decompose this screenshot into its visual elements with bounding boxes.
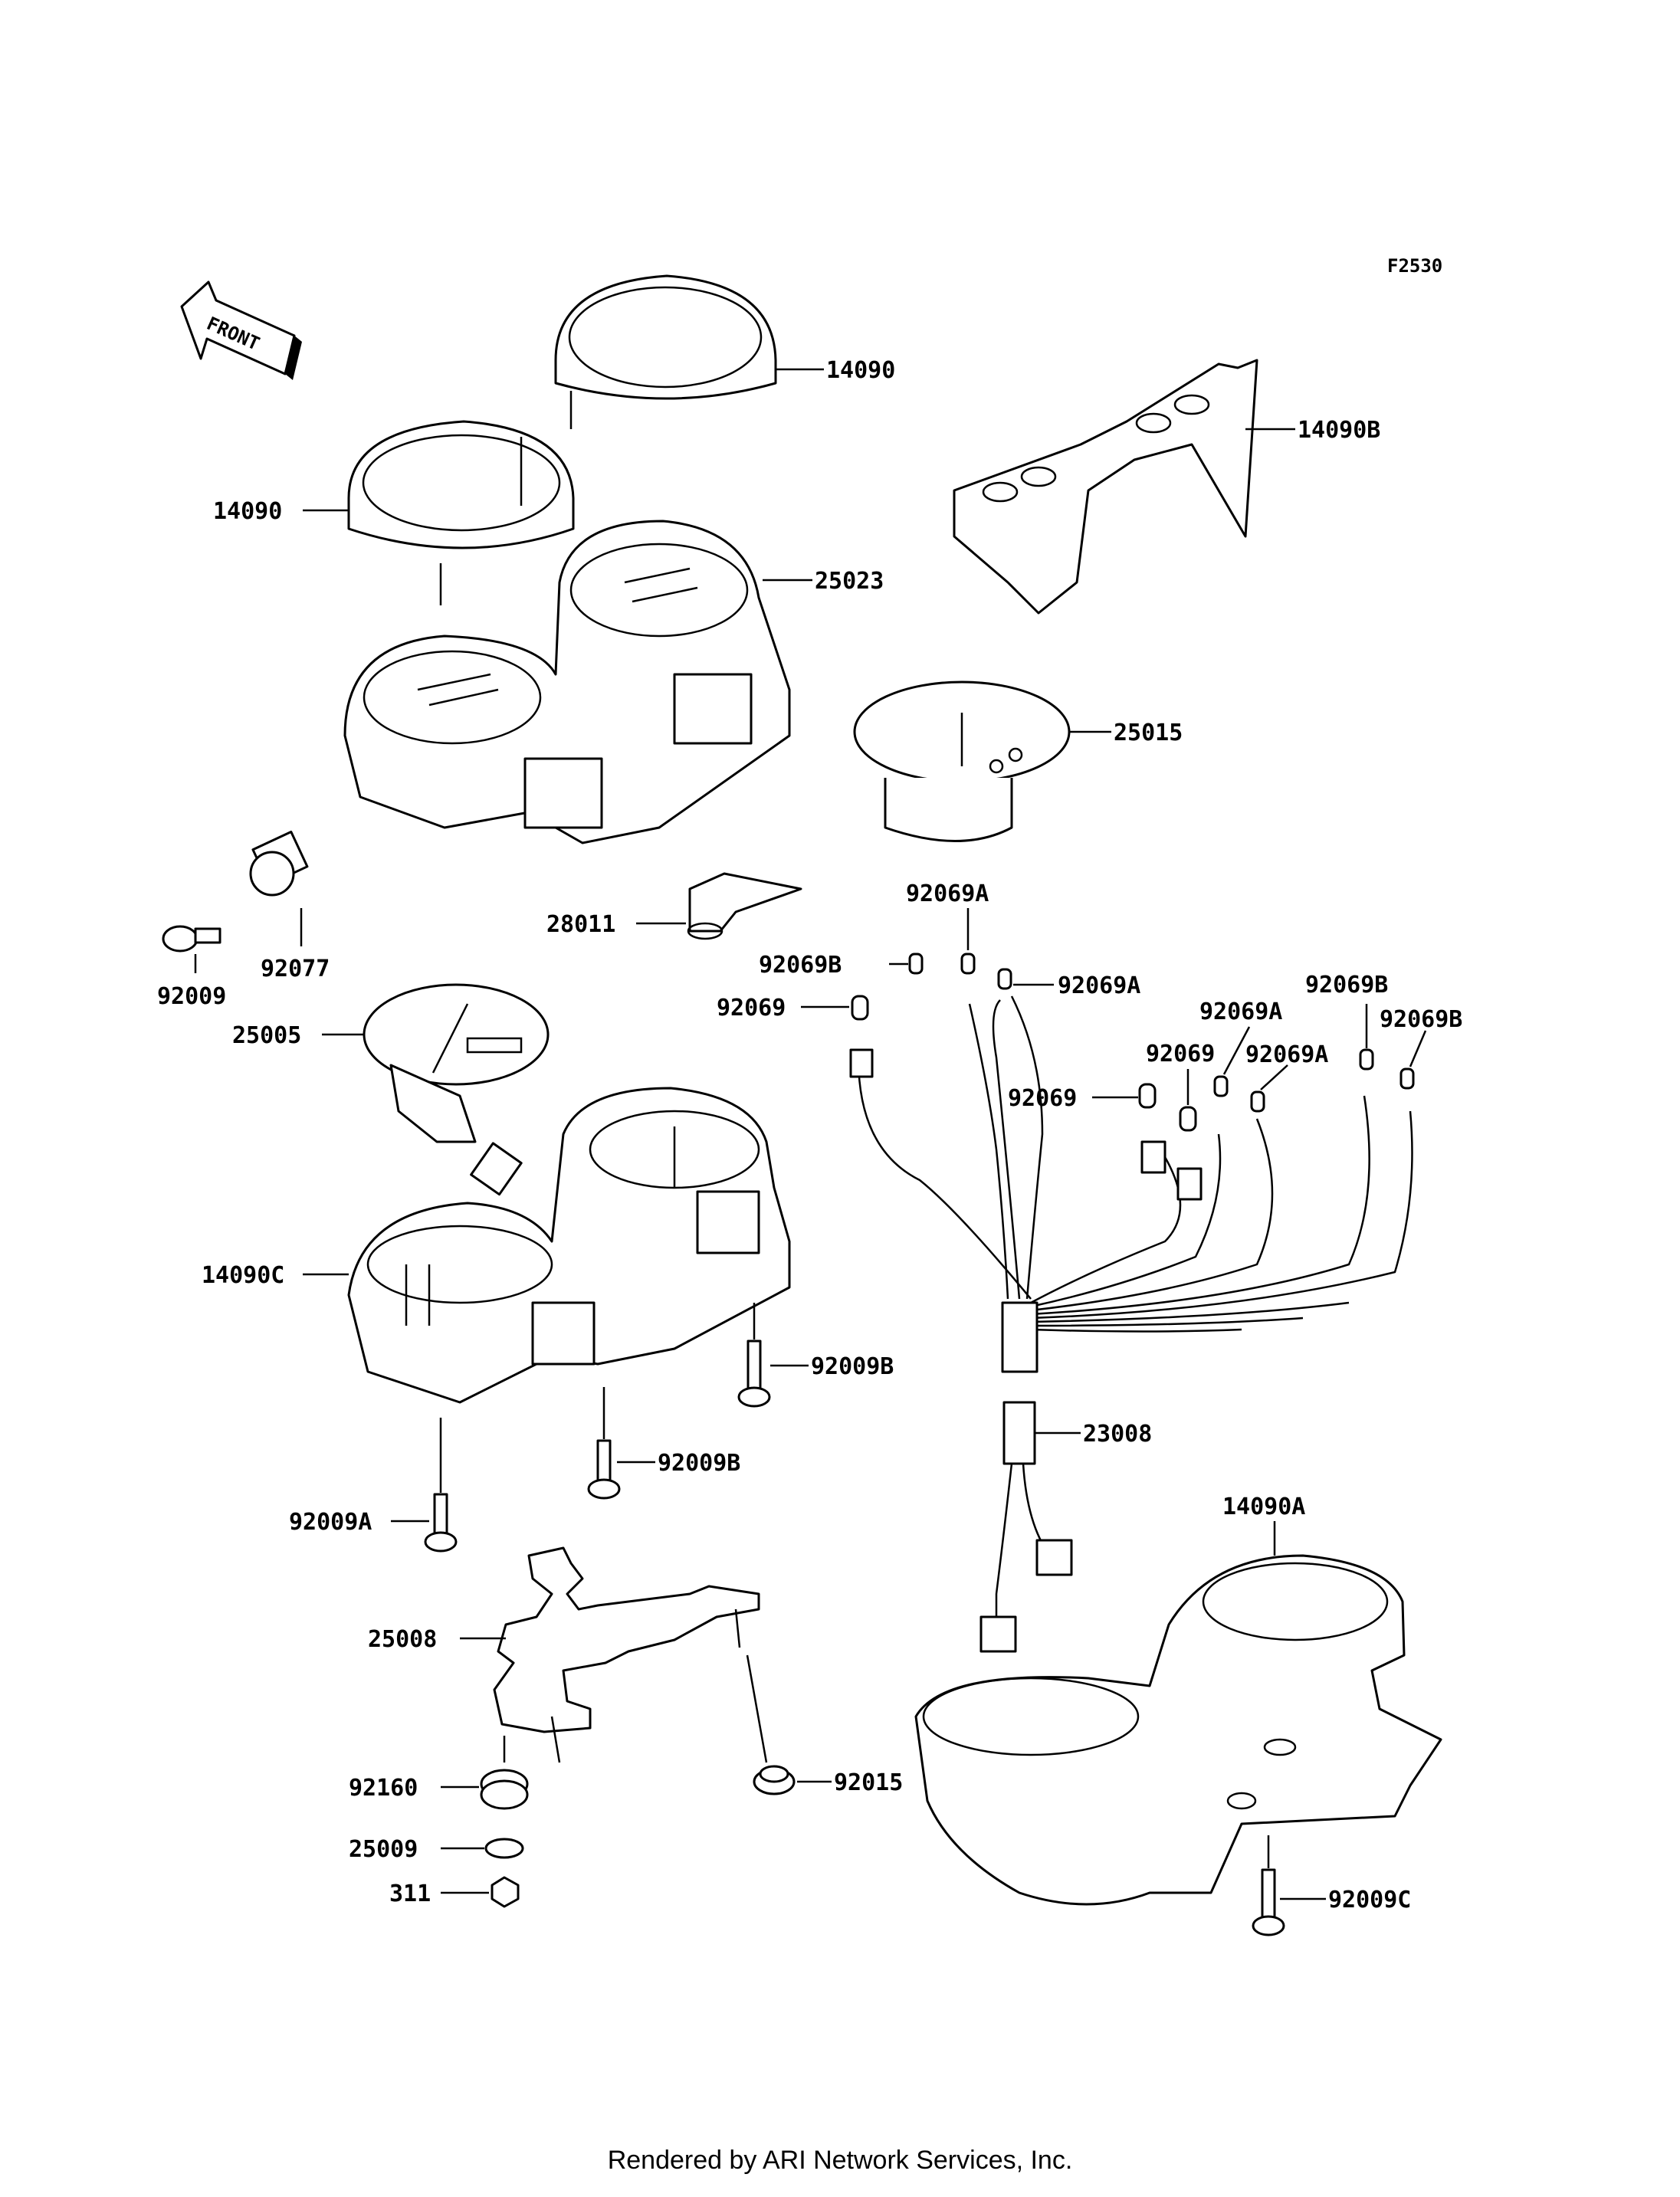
- meter-bracket: [493, 1546, 760, 1763]
- callout-92069A-mid-b: 92069A: [1245, 1041, 1328, 1068]
- callout-92015: 92015: [834, 1769, 903, 1796]
- callout-92069-mid: 92069: [1146, 1041, 1215, 1067]
- meter-lower-case: [914, 1554, 1442, 1906]
- wiring-harness: [857, 995, 1413, 1653]
- callout-92069B-left: 92069B: [759, 952, 842, 979]
- callout-92077: 92077: [261, 956, 330, 982]
- meter-part-28011: [687, 872, 802, 940]
- bulb-92069B-far-right: [1359, 1048, 1415, 1090]
- callout-25015: 25015: [1114, 720, 1183, 746]
- nut: [491, 1876, 520, 1908]
- screw-92009B-center: [587, 1439, 621, 1500]
- callout-92009C: 92009C: [1328, 1887, 1411, 1913]
- callout-23008: 23008: [1083, 1421, 1152, 1448]
- meter-ring-left: [347, 420, 575, 605]
- bulb-92069B-left: [908, 953, 924, 975]
- callout-25005: 25005: [232, 1022, 301, 1049]
- meter-case: [343, 520, 791, 844]
- screw-92009A: [424, 1493, 458, 1553]
- callout-92069A-mid-a: 92069A: [1199, 998, 1282, 1025]
- callout-14090B: 14090B: [1298, 417, 1380, 444]
- callout-92009: 92009: [157, 983, 226, 1010]
- bulb-92069-left: [849, 995, 874, 1078]
- callout-14090A: 14090A: [1222, 1494, 1305, 1520]
- bulb-92069A-top: [960, 953, 976, 975]
- speedometer: [363, 983, 550, 1196]
- callout-14090C: 14090C: [202, 1262, 284, 1289]
- screw-92009B-right: [737, 1340, 771, 1408]
- callout-25008: 25008: [368, 1626, 437, 1653]
- callout-14090-top: 14090: [826, 357, 895, 384]
- bulb-92069-mid: [1140, 1106, 1203, 1201]
- callout-92069A-right: 92069A: [1058, 972, 1140, 999]
- callout-14090-left: 14090: [213, 498, 282, 525]
- callout-92069B-a: 92069B: [1305, 972, 1388, 998]
- callout-28011: 28011: [546, 911, 615, 938]
- meter-cover: [953, 359, 1258, 615]
- grommet: [480, 1769, 529, 1810]
- callout-25023: 25023: [815, 568, 884, 595]
- front-arrow-icon: FRONT: [180, 280, 302, 380]
- flange-nut: [753, 1765, 796, 1795]
- tachometer: [853, 680, 1071, 842]
- meter-ring-top: [554, 274, 777, 429]
- meter-inner-case: [347, 1087, 791, 1404]
- callout-92009B-right: 92009B: [811, 1353, 894, 1380]
- diagram-code: F2530: [1387, 255, 1442, 277]
- bulb-92069A-mid: [1213, 1075, 1265, 1113]
- footer-credit: Rendered by ARI Network Services, Inc.: [607, 2146, 1073, 2175]
- callout-92069-left: 92069: [717, 995, 786, 1021]
- callout-92069A-top: 92069A: [906, 880, 989, 907]
- callout-92069-right: 92069: [1008, 1085, 1077, 1112]
- drive-gear: [249, 831, 309, 897]
- screw-92009: [162, 925, 221, 953]
- callout-92160: 92160: [349, 1775, 418, 1802]
- callout-311: 311: [389, 1881, 431, 1907]
- screw-92009C: [1252, 1868, 1285, 1936]
- bulb-92069-right: [1138, 1083, 1157, 1109]
- washer: [484, 1838, 524, 1859]
- callout-92009B-center: 92009B: [658, 1450, 740, 1477]
- callout-92069B-b: 92069B: [1380, 1006, 1462, 1033]
- bulb-92069A-right: [997, 968, 1012, 990]
- callout-25009: 25009: [349, 1836, 418, 1863]
- callout-92009A: 92009A: [289, 1509, 372, 1536]
